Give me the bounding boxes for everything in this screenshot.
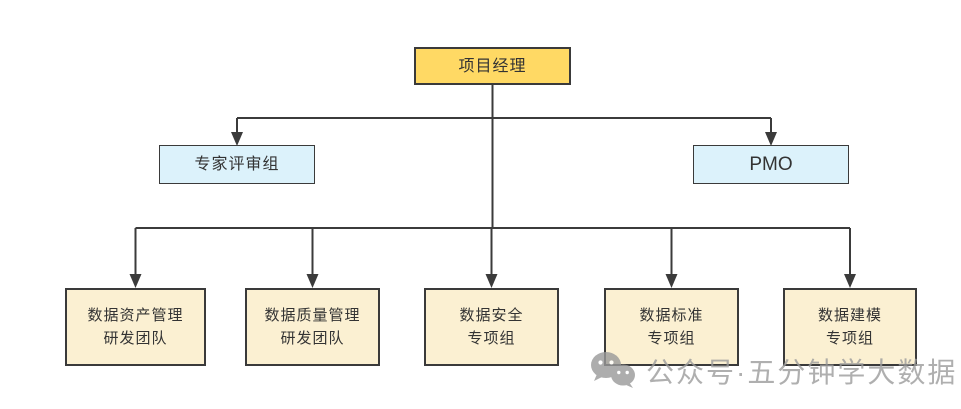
watermark-text: 公众号·五分钟学大数据 [646,357,958,388]
arrowhead-review [231,132,243,146]
node-data-asset-team: 数据资产管理 研发团队 [65,288,206,366]
node-expert-review-group: 专家评审组 [159,145,315,184]
node-data-quality-team: 数据质量管理 研发团队 [245,288,380,366]
arrowhead-security [485,274,498,288]
wechat-icon [591,352,635,388]
arrowhead-pmo [765,132,777,146]
arrowhead-standard [665,274,678,288]
watermark: 公众号·五分钟学大数据 [589,350,957,392]
arrowhead-asset [129,274,142,288]
node-data-modeling-group: 数据建模 专项组 [783,288,917,366]
node-data-standard-group: 数据标准 专项组 [604,288,739,366]
node-pmo: PMO [693,145,849,184]
node-project-manager: 项目经理 [414,47,571,85]
arrowhead-quality [306,274,319,288]
arrowhead-modeling [844,274,856,288]
node-data-security-group: 数据安全 专项组 [424,288,559,366]
